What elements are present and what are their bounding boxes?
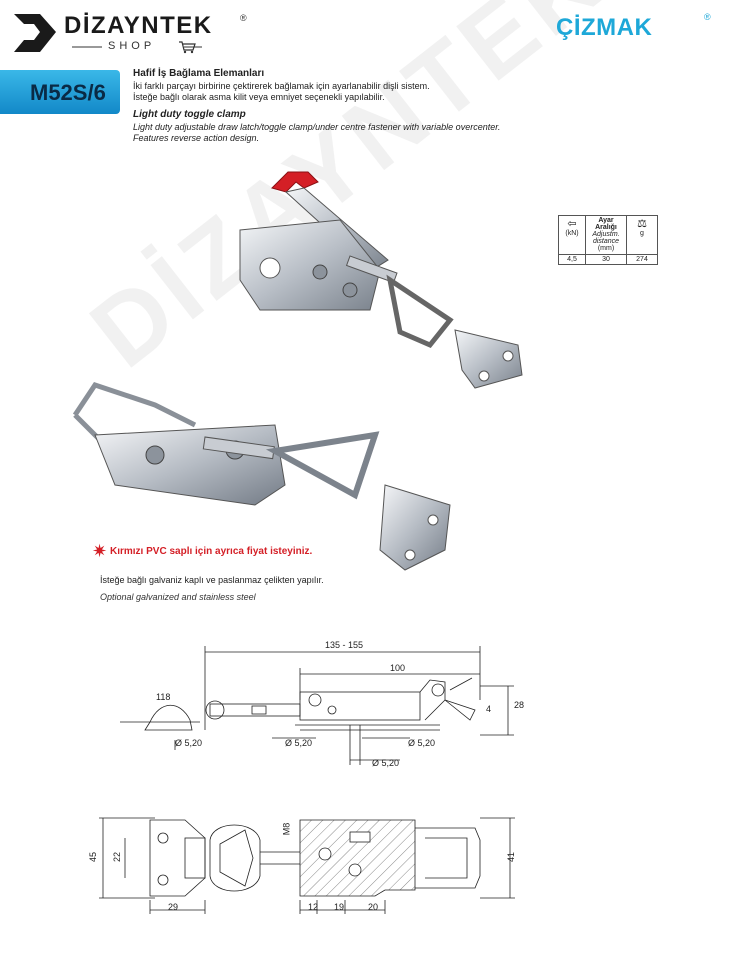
force-unit: (kN)	[565, 230, 579, 237]
top-view-drawing	[99, 817, 515, 914]
desc-tr-1: İki farklı parçayı birbirine çektirerek …	[133, 81, 430, 91]
dim-22: 22	[112, 851, 123, 863]
partner-logo: ÇİZMAK	[556, 14, 653, 41]
dim-12: 12	[308, 902, 319, 912]
brand-name: DİZAYNTEK	[64, 12, 213, 39]
dim-41: 41	[506, 851, 517, 863]
dim-118: 118	[156, 692, 171, 702]
dim-20: 20	[368, 902, 379, 912]
red-pvc-note: Kırmızı PVC saplı için ayrıca fiyat iste…	[110, 546, 313, 557]
product-image-bottom	[72, 382, 451, 571]
adjust-sub1: Adjustm.	[592, 231, 620, 238]
dim-28: 28	[514, 700, 525, 710]
shop-lines	[72, 46, 202, 48]
partner-registered: ®	[704, 12, 711, 22]
title-tr: Hafif İş Bağlama Elemanları	[133, 68, 265, 79]
adjust-head: Ayar Aralığı	[595, 217, 617, 231]
cart-icon	[179, 41, 196, 54]
dim-19: 19	[334, 902, 345, 912]
side-view-drawing	[120, 646, 514, 765]
adjust-value: 30	[585, 254, 627, 265]
dim-45: 45	[88, 851, 99, 863]
dim-100: 100	[390, 663, 406, 673]
material-note-en: Optional galvanized and stainless steel	[100, 592, 256, 602]
dim-4: 4	[486, 704, 492, 714]
dim-phi-1: Ø 5,20	[175, 738, 203, 748]
adjust-unit: (mm)	[597, 245, 615, 252]
spec-table: ⇦ (kN) Ayar Aralığı Adjustm. distance (m…	[558, 215, 658, 265]
dim-m8: M8	[281, 822, 292, 836]
dim-135-155: 135 - 155	[325, 640, 364, 650]
desc-en-2: Features reverse action design.	[133, 133, 260, 143]
adjust-sub2: distance	[592, 238, 620, 245]
force-value: 4,5	[558, 254, 586, 265]
weight-value: 274	[626, 254, 658, 265]
brand-shop: SHOP	[108, 40, 156, 52]
model-badge	[0, 70, 120, 114]
dim-29: 29	[168, 902, 179, 912]
dim-phi-4: Ø 5,20	[372, 758, 400, 768]
dim-phi-3: Ø 5,20	[408, 738, 436, 748]
dizayntek-logo-icon	[14, 14, 56, 52]
dim-phi-2: Ø 5,20	[285, 738, 313, 748]
title-en: Light duty toggle clamp	[133, 109, 246, 120]
weight-unit: g	[640, 230, 644, 237]
product-image-top	[239, 171, 523, 389]
scale-icon: ⚖	[637, 218, 647, 230]
desc-en-1: Light duty adjustable draw latch/toggle …	[133, 122, 501, 132]
material-note-tr: İsteğe bağlı galvaniz kaplı ve paslanmaz…	[100, 575, 324, 585]
desc-tr-2: İsteğe bağlı olarak asma kilit veya emni…	[133, 92, 385, 102]
force-arrow-icon: ⇦	[567, 218, 577, 230]
brand-registered: ®	[240, 13, 247, 23]
model-code: M52S/6	[30, 80, 106, 105]
star-icon: ✷	[92, 541, 108, 561]
